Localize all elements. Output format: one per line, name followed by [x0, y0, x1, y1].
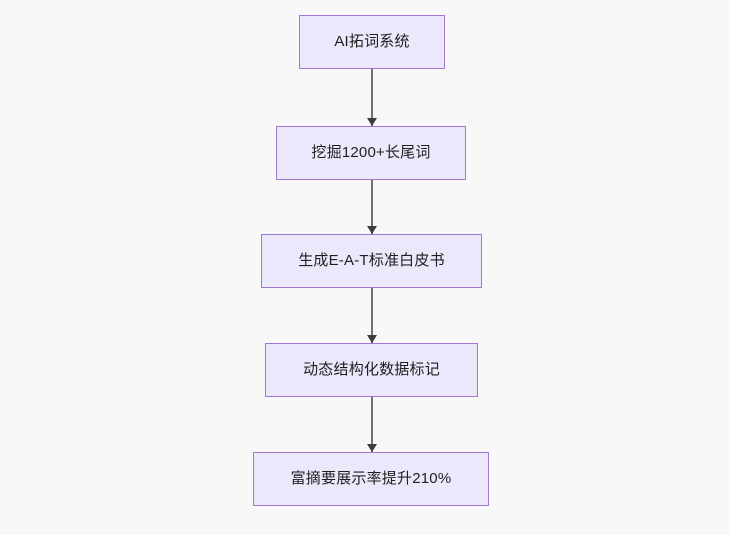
flowchart-node-5[interactable]: 富摘要展示率提升210%: [253, 452, 489, 506]
edge-node2-node3: [367, 180, 377, 234]
flowchart-node-4[interactable]: 动态结构化数据标记: [265, 343, 478, 397]
edge-line: [371, 288, 373, 343]
edge-line: [371, 397, 373, 452]
arrowhead-icon: [367, 118, 377, 126]
edge-node1-node2: [367, 69, 377, 126]
node-label: 富摘要展示率提升210%: [290, 470, 452, 487]
edge-node3-node4: [367, 288, 377, 343]
edge-line: [371, 180, 373, 234]
arrowhead-icon: [367, 335, 377, 343]
arrowhead-icon: [367, 226, 377, 234]
node-label: AI拓词系统: [334, 33, 410, 50]
edge-line: [371, 69, 373, 126]
flowchart-node-2[interactable]: 挖掘1200+长尾词: [276, 126, 466, 180]
edge-node4-node5: [367, 397, 377, 452]
node-label: 生成E-A-T标准白皮书: [298, 252, 445, 269]
node-label: 挖掘1200+长尾词: [311, 144, 431, 161]
arrowhead-icon: [367, 444, 377, 452]
flowchart-node-1[interactable]: AI拓词系统: [299, 15, 445, 69]
node-label: 动态结构化数据标记: [303, 361, 440, 378]
flowchart-node-3[interactable]: 生成E-A-T标准白皮书: [261, 234, 482, 288]
